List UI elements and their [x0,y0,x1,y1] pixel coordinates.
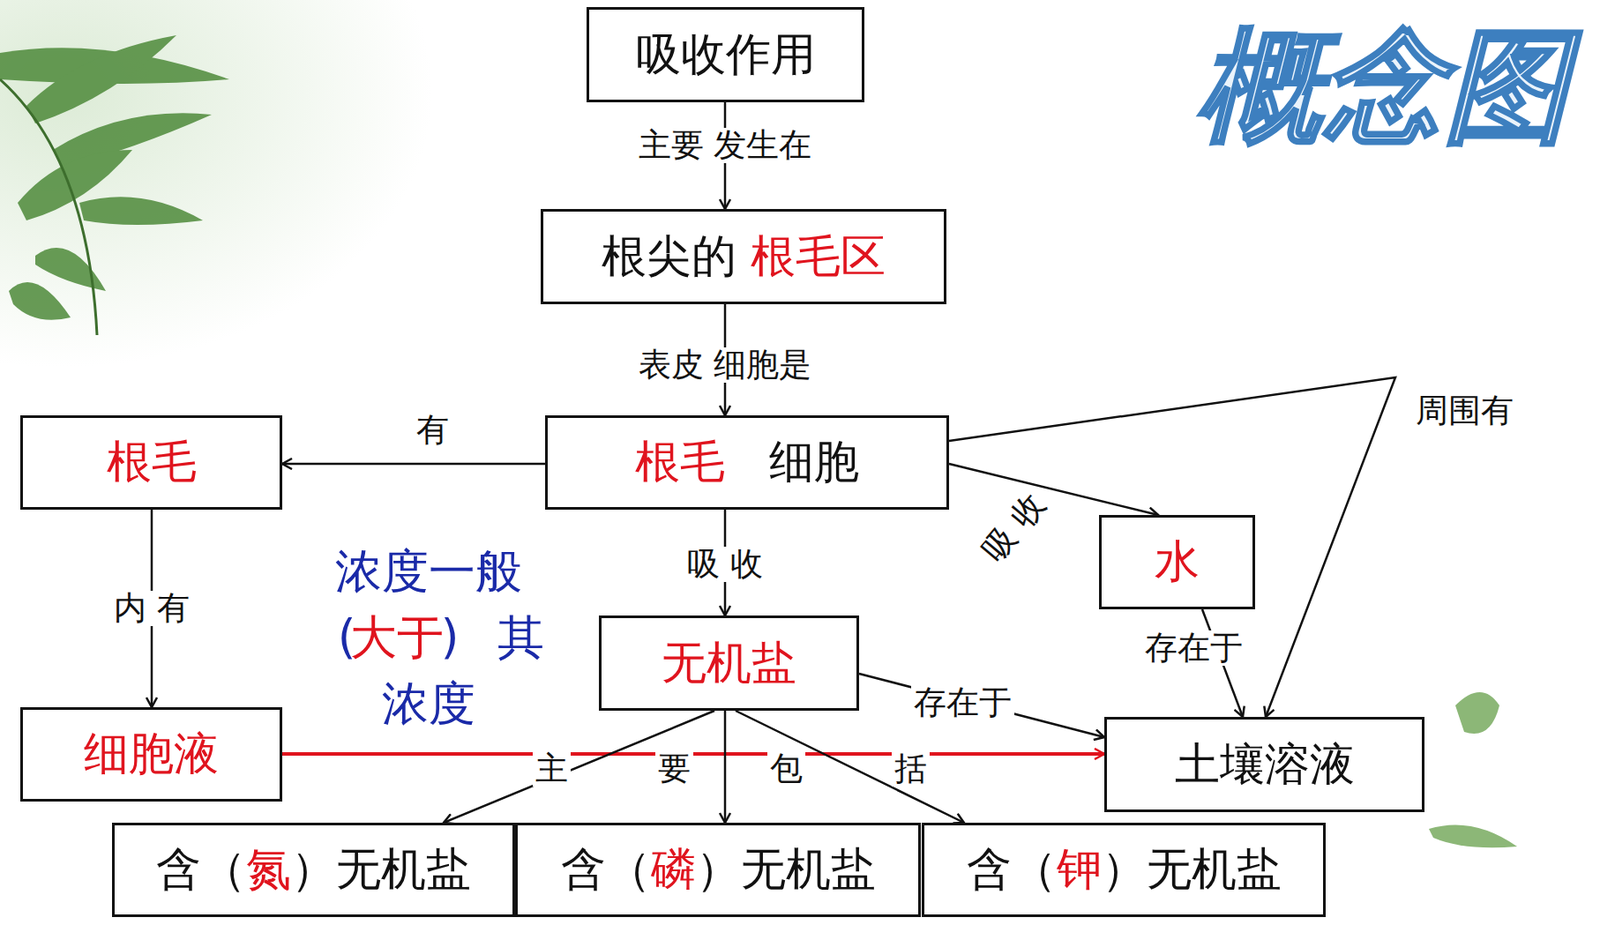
box-text: 根毛 [106,432,197,494]
branch-label: 括 [891,751,930,788]
concept-box: 含（氮）无机盐 [112,822,516,918]
box-text: ）无机盐 [695,839,876,901]
box-text: 根毛 [635,432,726,494]
diagram-title: 概念图 [1197,24,1569,149]
box-text: ）无机盐 [1101,839,1282,901]
box-text: 根毛区 [750,226,886,288]
edge-label: 吸 收 [974,485,1055,570]
box-text: 含（ [560,839,651,901]
edge-label: 吸 收 [684,546,766,584]
note-text: ) [441,612,460,664]
box-text: 吸收作用 [635,24,816,86]
concept-box: 吸收作用 [586,7,865,103]
branch-label: 要 [655,751,694,788]
concept-box: 含（磷）无机盐 [515,822,921,918]
box-text: 含（ [156,839,247,901]
box-text: 水 [1154,531,1200,593]
connector-arrow [949,463,1159,516]
note-text: 大于 [350,612,444,664]
edge-label: 主要 发生在 [635,127,815,165]
box-text: 钾 [1056,839,1102,901]
box-text: 根尖的 [601,226,737,288]
connector-arrow [949,377,1396,718]
concept-box: 土壤溶液 [1104,717,1425,813]
box-text: 无机盐 [661,633,797,695]
branch-label: 主 [532,751,571,788]
connector-arrow [443,710,715,823]
concept-box: 水 [1099,515,1256,610]
edge-label: 有 [413,412,452,449]
box-text: 细胞液 [83,724,219,786]
connector-arrow [282,752,1105,756]
concept-box: 无机盐 [598,615,860,711]
connector-arrow [859,673,1105,738]
concept-box: 细胞液 [20,707,283,802]
connector-arrow [735,710,965,823]
note-text: 浓度一般 [335,545,523,598]
note-text: 浓度 [381,678,476,730]
box-text: 含（ [966,839,1057,901]
concept-box: 含（钾）无机盐 [921,822,1326,918]
box-text: ）无机盐 [291,839,472,901]
note-text: 其 [497,612,545,664]
connector-arrow [724,710,727,823]
edge-label: 内 有 [111,590,193,628]
edge-label: 周围有 [1413,393,1517,430]
concept-box: 根尖的根毛区 [540,209,947,305]
box-text: 磷 [650,839,696,901]
box-text: 细胞 [769,432,860,494]
edge-label: 表皮 细胞是 [635,347,815,384]
concept-box: 根毛细胞 [545,415,950,510]
concept-box: 根毛 [20,415,283,510]
box-text: 土壤溶液 [1174,734,1355,796]
box-text: 氮 [246,839,292,901]
edge-label: 存在于 [1142,630,1246,667]
connector-arrow [282,463,546,466]
edge-label: 存在于 [911,685,1015,722]
branch-label: 包 [767,751,806,788]
